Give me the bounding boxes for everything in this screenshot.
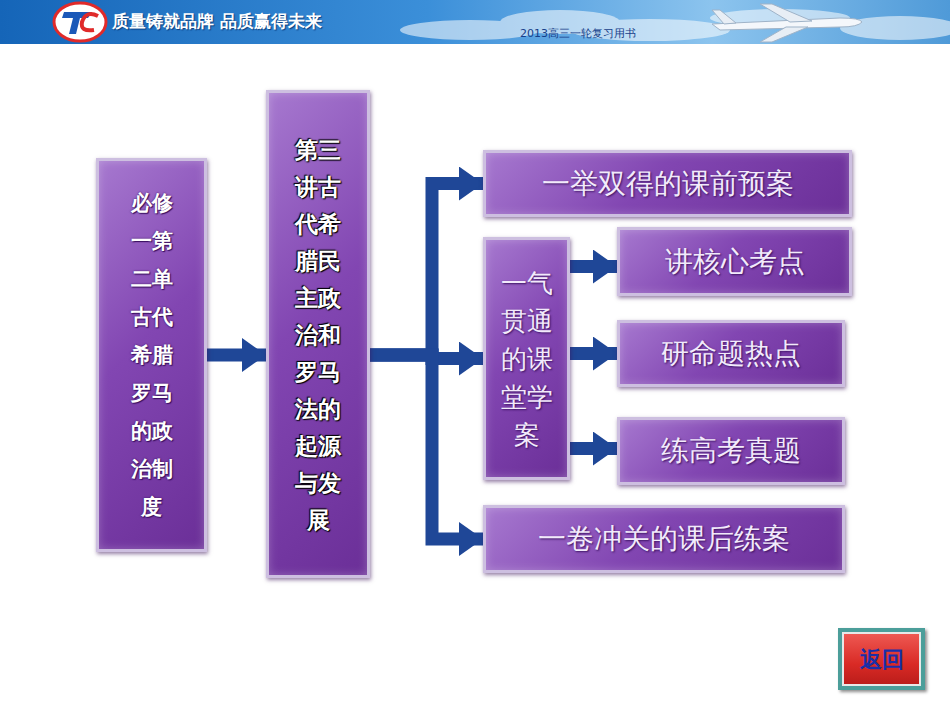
airplane-symbol — [712, 4, 862, 42]
flow-arrow — [370, 355, 483, 359]
node-text: 必修一第二单古代希腊罗马的政治制度 — [129, 184, 175, 526]
banner-background — [0, 0, 950, 44]
text-holder: 必修一第二单古代希腊罗马的政治制度 — [129, 184, 175, 526]
flow-arrow — [570, 260, 617, 273]
text-holder: 一气贯通的课堂学案 — [500, 264, 554, 454]
section-box: 一卷冲关的课后练案 — [483, 505, 845, 573]
flow-arrow — [207, 349, 266, 362]
text-holder: 一举双得的课前预案 — [542, 167, 794, 201]
node-text: 一举双得的课前预案 — [542, 167, 794, 201]
node-text: 练高考真题 — [661, 434, 801, 468]
text-holder: 练高考真题 — [661, 434, 801, 468]
node-text: 返回 — [860, 645, 904, 673]
text-holder: 讲核心考点 — [665, 245, 805, 279]
flow-arrow — [570, 442, 617, 455]
node-text: 第三讲古代希腊民主政治和罗马法的起源与发展 — [293, 131, 343, 538]
text-holder: 第三讲古代希腊民主政治和罗马法的起源与发展 — [293, 131, 343, 538]
flow-arrow — [370, 184, 483, 356]
section-box: 一气贯通的课堂学案 — [483, 237, 570, 480]
subsection-box: 讲核心考点 — [617, 227, 852, 296]
node-text: 讲核心考点 — [665, 245, 805, 279]
node-text: 一卷冲关的课后练案 — [538, 522, 790, 556]
text-holder: 一卷冲关的课后练案 — [538, 522, 790, 556]
text-holder: 研命题热点 — [661, 337, 801, 371]
logo-symbol — [54, 3, 106, 41]
flow-arrow — [370, 355, 483, 539]
banner-clouds — [400, 9, 950, 41]
slogan-label: 质量铸就品牌 品质赢得未来 — [112, 10, 322, 33]
subsection-box: 研命题热点 — [617, 320, 845, 387]
node-text: 一气贯通的课堂学案 — [500, 264, 554, 454]
lesson-box: 第三讲古代希腊民主政治和罗马法的起源与发展 — [266, 90, 370, 578]
book-title-label: 2013高三一轮复习用书 — [520, 26, 636, 41]
section-box: 一举双得的课前预案 — [483, 150, 852, 217]
flow-arrow — [570, 347, 617, 360]
return-button: 返回 — [838, 628, 925, 690]
text-holder: 返回 — [860, 645, 904, 673]
unit-box: 必修一第二单古代希腊罗马的政治制度 — [96, 158, 207, 552]
subsection-box: 练高考真题 — [617, 417, 845, 485]
node-text: 研命题热点 — [661, 337, 801, 371]
